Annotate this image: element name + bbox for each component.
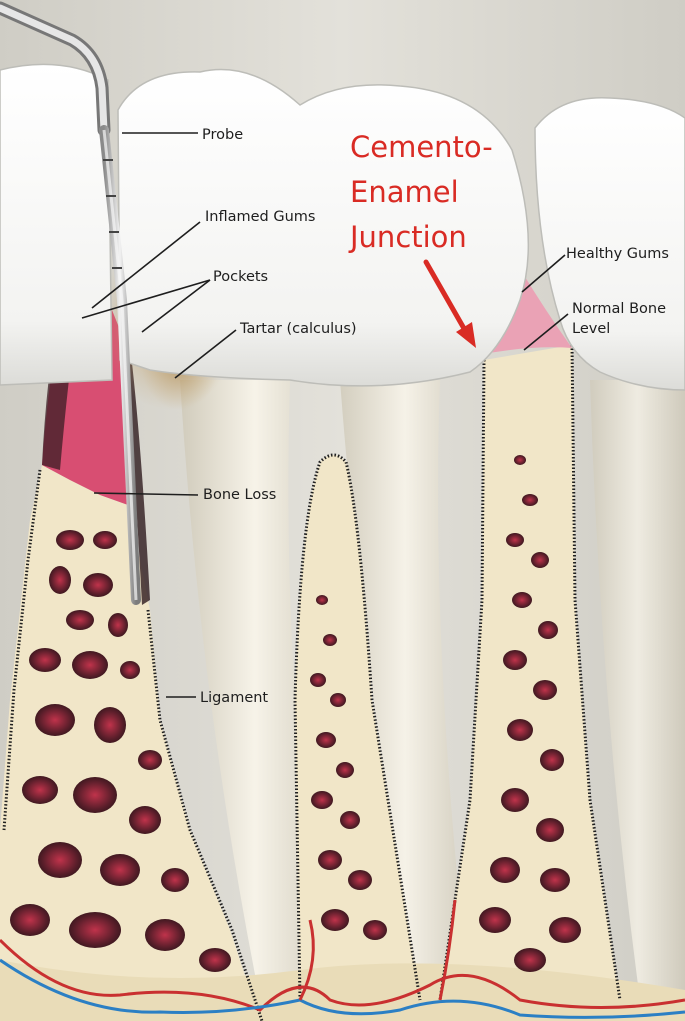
marrow-cavity [540,749,564,771]
marrow-cavity [479,907,511,933]
marrow-cavity [83,573,113,597]
label-normal-bone-line1: Normal Bone [572,301,666,317]
marrow-cavity [522,494,538,506]
marrow-cavity [94,707,126,743]
cej-title-line3: Junction [348,220,467,254]
marrow-cavity [72,651,108,679]
marrow-cavity [145,919,185,951]
cej-title-line2: Enamel [350,175,459,209]
marrow-cavity [538,621,558,639]
marrow-cavity [363,920,387,940]
marrow-cavity [514,948,546,972]
label-probe: Probe [202,127,243,143]
marrow-cavity [120,661,140,679]
marrow-cavity [35,704,75,736]
marrow-cavity [501,788,529,812]
marrow-cavity [199,948,231,972]
marrow-cavity [73,777,117,813]
label-tartar: Tartar (calculus) [239,321,357,337]
marrow-cavity [38,842,82,878]
marrow-cavity [56,530,84,550]
marrow-cavity [69,912,121,948]
marrow-cavity [108,613,128,637]
label-healthy-gums: Healthy Gums [566,246,669,262]
cej-title-line1: Cemento- [350,130,493,164]
marrow-cavity [311,791,333,809]
marrow-cavity [533,680,557,700]
marrow-cavity [549,917,581,943]
crown-left [0,64,112,385]
marrow-cavity [29,648,61,672]
marrow-cavity [503,650,527,670]
marrow-cavity [49,566,71,594]
marrow-cavity [514,455,526,465]
marrow-cavity [536,818,564,842]
marrow-cavity [66,610,94,630]
marrow-cavity [310,673,326,687]
label-normal-bone-line2: Level [572,321,610,337]
label-ligament: Ligament [200,690,268,706]
marrow-cavity [348,870,372,890]
marrow-cavity [93,531,117,549]
marrow-cavity [507,719,533,741]
marrow-cavity [340,811,360,829]
marrow-cavity [138,750,162,770]
marrow-cavity [540,868,570,892]
marrow-cavity [506,533,524,547]
marrow-cavity [100,854,140,886]
marrow-cavity [316,732,336,748]
label-inflamed-gums: Inflamed Gums [205,209,315,225]
label-pockets: Pockets [213,269,268,285]
marrow-cavity [22,776,58,804]
marrow-cavity [316,595,328,605]
marrow-cavity [323,634,337,646]
marrow-cavity [321,909,349,931]
marrow-cavity [318,850,342,870]
marrow-cavity [531,552,549,568]
marrow-cavity [129,806,161,834]
marrow-cavity [330,693,346,707]
marrow-cavity [336,762,354,778]
label-bone-loss: Bone Loss [203,487,276,503]
marrow-cavity [490,857,520,883]
marrow-cavity [512,592,532,608]
marrow-cavity [10,904,50,936]
marrow-cavity [161,868,189,892]
